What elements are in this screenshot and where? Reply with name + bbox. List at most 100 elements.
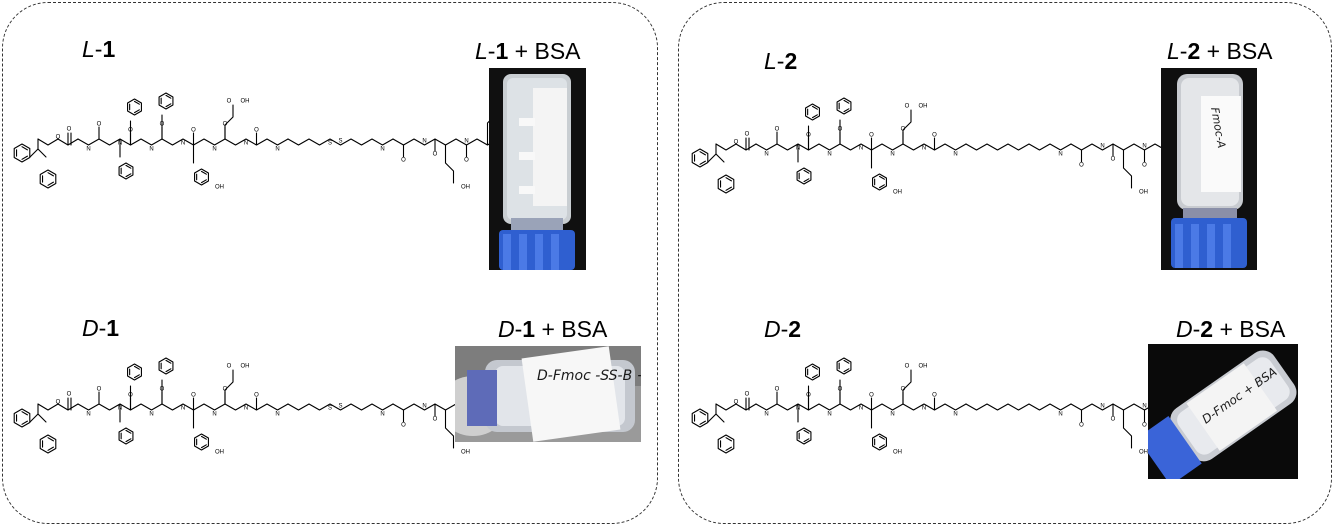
- svg-text:O: O: [1142, 423, 1147, 429]
- svg-text:O: O: [932, 133, 937, 139]
- svg-text:O: O: [227, 99, 232, 105]
- svg-text:N: N: [149, 412, 153, 418]
- svg-text:OH: OH: [241, 364, 250, 370]
- svg-text:N: N: [422, 139, 426, 145]
- structure-svg: OOOOOOOONNNNNNNOHOOHNOOONNOHOOHOHO: [691, 97, 1191, 196]
- svg-text:OH: OH: [893, 450, 902, 456]
- compound-label-l1: L-1: [82, 36, 116, 62]
- svg-text:O: O: [734, 400, 739, 406]
- svg-text:N: N: [244, 141, 248, 147]
- svg-text:N: N: [212, 147, 216, 153]
- svg-text:O: O: [1142, 163, 1147, 169]
- svg-text:N: N: [1142, 404, 1146, 410]
- svg-text:N: N: [1100, 404, 1104, 410]
- svg-text:O: O: [905, 104, 910, 110]
- svg-text:S: S: [338, 404, 342, 410]
- svg-text:O: O: [401, 158, 406, 164]
- compound-label-d2: D-2: [764, 316, 802, 342]
- svg-text:S: S: [338, 139, 342, 145]
- svg-text:O: O: [433, 417, 438, 423]
- panel-compound-1: [2, 2, 658, 524]
- svg-text:N: N: [1100, 144, 1104, 150]
- svg-text:O: O: [932, 393, 937, 399]
- svg-text:O: O: [1079, 423, 1084, 429]
- svg-text:OH: OH: [461, 185, 470, 191]
- svg-text:O: O: [775, 127, 780, 133]
- svg-text:N: N: [890, 152, 894, 158]
- svg-text:OH: OH: [241, 99, 250, 105]
- svg-text:O: O: [869, 133, 874, 139]
- svg-text:S: S: [328, 141, 332, 147]
- structure-l1: OOOOOOOONNNNNNNOHOOHSSNOOONNOHOOHOHO: [8, 80, 513, 220]
- structure-svg: OOOOOOOONNNNNNNOHOOHSSNOOONNOHOOHOHO: [13, 92, 513, 191]
- svg-text:O: O: [97, 122, 102, 128]
- svg-text:N: N: [181, 406, 185, 412]
- svg-text:OH: OH: [1139, 450, 1148, 456]
- photo-label-l2-bsa: L-2 + BSA: [1167, 38, 1273, 64]
- svg-text:N: N: [149, 147, 153, 153]
- svg-text:N: N: [859, 146, 863, 152]
- svg-text:O: O: [401, 423, 406, 429]
- svg-text:N: N: [827, 152, 831, 158]
- compound-label-l2: L-2: [764, 48, 798, 74]
- compound-label-d1: D-1: [82, 315, 120, 341]
- svg-text:O: O: [191, 393, 196, 399]
- svg-text:O: O: [433, 152, 438, 158]
- svg-text:OH: OH: [215, 185, 224, 191]
- svg-text:O: O: [67, 392, 72, 398]
- svg-text:N: N: [244, 406, 248, 412]
- vial-photo-d1-bsa: D-Fmoc -SS-B + BSA: [455, 346, 641, 442]
- svg-text:N: N: [764, 412, 768, 418]
- svg-text:N: N: [827, 412, 831, 418]
- svg-text:O: O: [97, 387, 102, 393]
- photo-label-l1-bsa: L-1 + BSA: [475, 38, 581, 64]
- structure-d1: OOOOOOOONNNNNNNOHOOHSSNOOONNOHOOHOHO: [8, 345, 513, 485]
- vial-photo-l2-bsa: Fmoc-A: [1161, 68, 1257, 270]
- svg-text:N: N: [212, 412, 216, 418]
- svg-text:OH: OH: [919, 364, 928, 370]
- svg-text:N: N: [1142, 144, 1146, 150]
- structure-svg: OOOOOOOONNNNNNNOHOOHNOOONNOHOOHOHO: [691, 357, 1191, 456]
- structure-svg: OOOOOOOONNNNNNNOHOOHSSNOOONNOHOOHOHO: [13, 357, 513, 456]
- svg-text:O: O: [775, 387, 780, 393]
- vial-note-d1: D-Fmoc -SS-B + BSA: [537, 368, 641, 384]
- svg-text:S: S: [328, 406, 332, 412]
- svg-text:N: N: [1058, 412, 1062, 418]
- svg-text:N: N: [86, 412, 90, 418]
- svg-text:O: O: [254, 128, 259, 134]
- vial-photo-l1-bsa: [489, 68, 586, 270]
- svg-text:N: N: [953, 152, 957, 158]
- structure-l2: OOOOOOOONNNNNNNOHOOHNOOONNOHOOHOHO: [686, 85, 1191, 225]
- svg-text:N: N: [922, 146, 926, 152]
- svg-text:N: N: [464, 139, 468, 145]
- panel-compound-2: [678, 2, 1332, 524]
- svg-text:O: O: [67, 127, 72, 133]
- photo-label-d2-bsa: D-2 + BSA: [1176, 316, 1286, 342]
- svg-text:O: O: [745, 132, 750, 138]
- svg-text:N: N: [953, 412, 957, 418]
- svg-text:OH: OH: [919, 104, 928, 110]
- svg-text:O: O: [227, 364, 232, 370]
- svg-text:OH: OH: [215, 450, 224, 456]
- svg-text:O: O: [56, 400, 61, 406]
- structure-d2: OOOOOOOONNNNNNNOHOOHNOOONNOHOOHOHO: [686, 345, 1191, 485]
- svg-text:N: N: [922, 406, 926, 412]
- svg-text:O: O: [869, 393, 874, 399]
- svg-text:O: O: [734, 140, 739, 146]
- svg-text:O: O: [1079, 163, 1084, 169]
- svg-text:N: N: [275, 147, 279, 153]
- svg-text:O: O: [56, 135, 61, 141]
- svg-text:N: N: [859, 406, 863, 412]
- svg-text:O: O: [1111, 157, 1116, 163]
- svg-text:N: N: [380, 412, 384, 418]
- svg-text:N: N: [890, 412, 894, 418]
- svg-text:OH: OH: [893, 190, 902, 196]
- svg-text:O: O: [464, 158, 469, 164]
- svg-text:N: N: [86, 147, 90, 153]
- svg-text:N: N: [181, 141, 185, 147]
- svg-text:N: N: [764, 152, 768, 158]
- svg-text:OH: OH: [1139, 190, 1148, 196]
- svg-text:N: N: [275, 412, 279, 418]
- svg-text:O: O: [1111, 417, 1116, 423]
- svg-text:OH: OH: [461, 450, 470, 456]
